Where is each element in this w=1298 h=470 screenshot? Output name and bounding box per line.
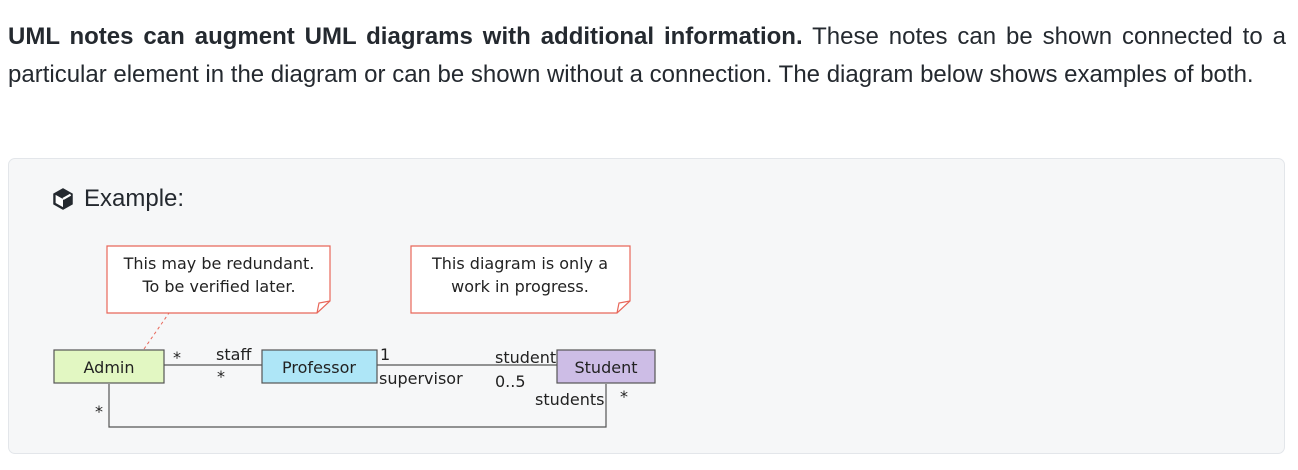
students-multiplicity: * [620, 387, 628, 406]
association-lines [108, 364, 607, 428]
example-header: Example: [50, 183, 184, 215]
cube-icon [53, 188, 73, 210]
class-professor: Professor [261, 349, 378, 384]
class-student: Student [556, 349, 656, 384]
example-title: Example: [84, 185, 185, 212]
note-redundant-line1: This may be redundant. [123, 254, 315, 273]
note-redundant: This may be redundant. To be verified la… [106, 245, 331, 314]
uml-diagram: This may be redundant. To be verified la… [53, 245, 656, 428]
note-redundant-line2: To be verified later. [141, 277, 295, 296]
note-anchor-line [143, 312, 170, 350]
intro-text: These notes can be shown connected to a … [8, 23, 1286, 88]
student-multiplicity: 0..5 [495, 372, 526, 391]
intro-bold-text: UML notes can augment UML diagrams with … [8, 23, 803, 50]
class-admin-label: Admin [84, 358, 135, 377]
staff-role-label: staff [216, 345, 252, 364]
students-role-label: students [535, 390, 605, 409]
admin-students-multiplicity: * [95, 402, 103, 421]
admin-staff-multiplicity: * [173, 348, 181, 367]
supervisor-multiplicity: 1 [380, 345, 390, 364]
example-panel: Example: This may be redundant. To be ve… [8, 158, 1285, 454]
note-in-progress: This diagram is only a work in progress. [410, 245, 631, 314]
class-professor-label: Professor [282, 358, 356, 377]
student-role-label: student [495, 348, 556, 367]
note-in-progress-line2: work in progress. [451, 277, 589, 296]
note-in-progress-line1: This diagram is only a [431, 254, 608, 273]
class-student-label: Student [575, 358, 638, 377]
intro-paragraph: UML notes can augment UML diagrams with … [8, 18, 1286, 94]
admin-student-line [108, 384, 607, 428]
professor-staff-multiplicity: * [217, 367, 225, 386]
class-admin: Admin [53, 349, 165, 384]
supervisor-role-label: supervisor [379, 369, 463, 388]
